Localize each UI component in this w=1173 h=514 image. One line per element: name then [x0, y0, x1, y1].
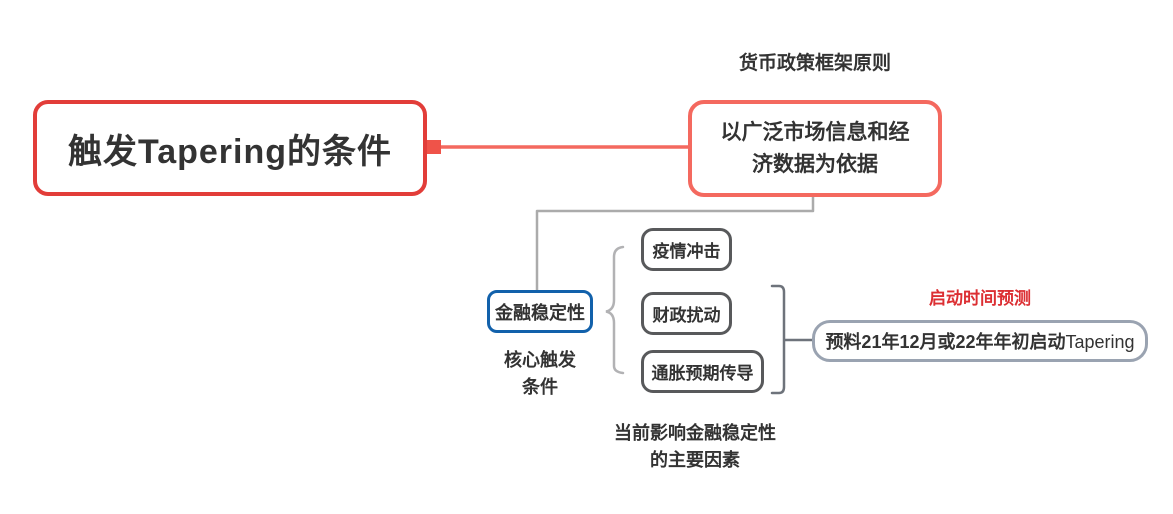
caption-policy-principle: 货币政策框架原则	[738, 53, 891, 74]
node-factor-fiscal-disturbance[interactable]: 财政扰动	[641, 292, 732, 335]
node-factor-pandemic-shock[interactable]: 疫情冲击	[641, 228, 732, 271]
caption-launch-time-forecast: 启动时间预测	[929, 289, 1031, 308]
caption-main-factors: 当前影响金融稳定性 的主要因素	[614, 423, 776, 470]
node-policy-basis[interactable]: 以广泛市场信息和经 济数据为依据	[688, 100, 942, 197]
tapering-forecast-label-cn: 预料21年12月或22年年初启动	[825, 332, 1066, 352]
node-tapering-forecast[interactable]: 预料21年12月或22年年初启动Tapering	[812, 320, 1148, 362]
policy-stability-elbow	[535, 196, 815, 290]
root-topic-label: 触发Tapering的条件	[67, 132, 393, 171]
node-root-topic[interactable]: 触发Tapering的条件	[33, 100, 427, 196]
factor-inflation-expectation-label: 通胀预期传导	[651, 364, 754, 383]
tapering-forecast-label: 预料21年12月或22年年初启动Tapering	[825, 328, 1134, 354]
tapering-forecast-label-en: Tapering	[1065, 332, 1135, 352]
policy-basis-label: 以广泛市场信息和经 济数据为依据	[720, 120, 910, 176]
financial-stability-label: 金融稳定性	[495, 302, 585, 323]
node-factor-inflation-expectation[interactable]: 通胀预期传导	[641, 350, 764, 393]
factors-bracket	[770, 284, 786, 395]
factors-brace	[605, 245, 625, 375]
factor-fiscal-disturbance-label: 财政扰动	[652, 306, 721, 325]
caption-core-trigger: 核心触发 条件	[504, 350, 576, 397]
factor-pandemic-shock-label: 疫情冲击	[652, 242, 721, 261]
node-financial-stability[interactable]: 金融稳定性	[487, 290, 593, 333]
